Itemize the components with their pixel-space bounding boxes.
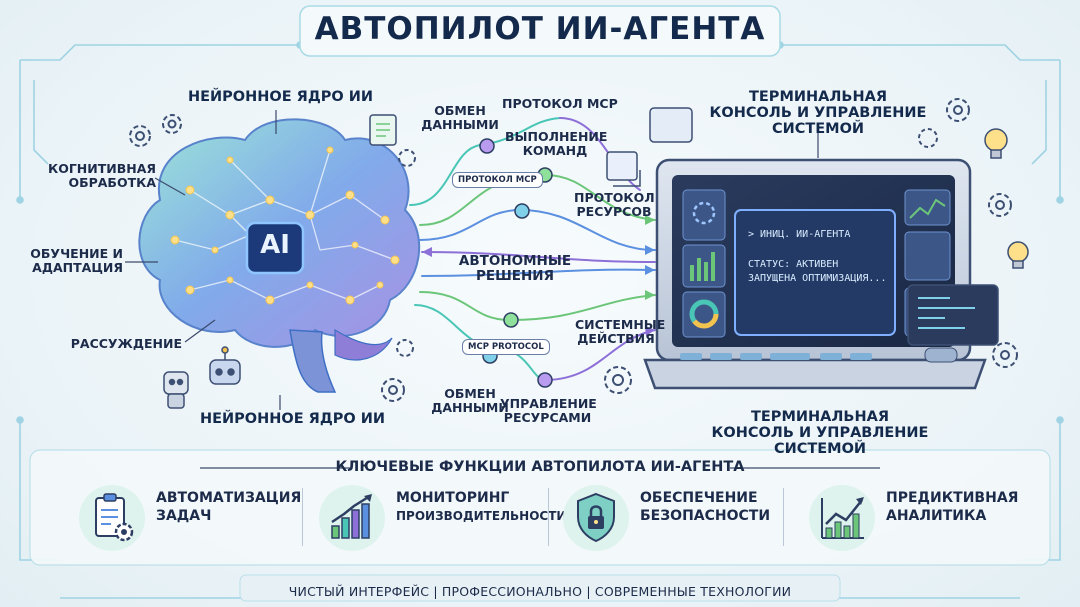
shield-lock-icon xyxy=(563,485,629,551)
brain-top-label: НЕЙРОННОЕ ЯДРО ИИ xyxy=(188,89,374,105)
laptop-graphic xyxy=(643,158,987,390)
feature-automation-title: АВТОМАТИЗАЦИЯ ЗАДАЧ xyxy=(156,490,302,524)
features-panel xyxy=(29,449,1051,566)
bar-chart-icon xyxy=(319,485,385,551)
footer-bar xyxy=(239,574,841,602)
ai-chip-label: AI xyxy=(260,230,290,260)
feature-automation: АВТОМАТИЗАЦИЯ ЗАДАЧ xyxy=(78,480,302,552)
lightbulb-icons xyxy=(984,128,1029,269)
document-icons xyxy=(369,114,641,187)
terminal-line-1: > ИНИЦ. ИИ-АГЕНТА xyxy=(748,229,851,240)
feature-monitoring-sub: ПРОИЗВОДИТЕЛЬНОСТИ xyxy=(396,508,567,523)
feature-monitoring-title: МОНИТОРИНГ ПРОИЗВОДИТЕЛЬНОСТИ xyxy=(396,490,566,525)
label-reasoning: РАССУЖДЕНИЕ xyxy=(70,336,182,351)
feature-analytics: ПРЕДИКТИВНАЯ АНАЛИТИКА xyxy=(808,480,1028,552)
feature-analytics-title: ПРЕДИКТИВНАЯ АНАЛИТИКА xyxy=(886,490,1019,524)
terminal-top-label: ТЕРМИНАЛЬНАЯ КОНСОЛЬ И УПРАВЛЕНИЕ СИСТЕМ… xyxy=(709,89,927,137)
terminal-line-3: ЗАПУЩЕНА ОПТИМИЗАЦИЯ... xyxy=(748,273,887,284)
page-title: АВТОПИЛОТ ИИ-АГЕНТА xyxy=(314,11,766,47)
label-autonomous: АВТОНОМНЫЕ РЕШЕНИЯ xyxy=(458,253,572,284)
title-panel xyxy=(299,5,781,57)
feature-monitoring-main: МОНИТОРИНГ xyxy=(396,490,510,506)
pill-protocol-top: ПРОТОКОЛ MCP xyxy=(452,172,543,188)
flow-nodes xyxy=(479,138,553,388)
pill-protocol-bottom: MCP PROTOCOL xyxy=(462,339,550,355)
robot-icons xyxy=(163,346,241,409)
label-resource-mgmt: УПРАВЛЕНИЕ РЕСУРСАМИ xyxy=(500,396,597,425)
feature-monitoring: МОНИТОРИНГ ПРОИЗВОДИТЕЛЬНОСТИ xyxy=(318,480,566,552)
brain-graphic xyxy=(138,118,421,393)
label-system-actions: СИСТЕМНЫЕ ДЕЙСТВИЯ xyxy=(575,317,666,346)
window-icon-right xyxy=(649,107,999,346)
label-resource-protocol: ПРОТОКОЛ РЕСУРСОВ xyxy=(574,190,655,219)
label-exchange-bottom: ОБМЕН ДАННЫМИ xyxy=(431,386,509,415)
label-cognitive: КОГНИТИВНАЯ ОБРАБОТКА xyxy=(47,161,156,190)
label-command-exec: ВЫПОЛНЕНИЕ КОМАНД xyxy=(505,129,608,158)
brain-bottom-label: НЕЙРОННОЕ ЯДРО ИИ xyxy=(200,411,386,427)
features-title: КЛЮЧЕВЫЕ ФУНКЦИИ АВТОПИЛОТА ИИ-АГЕНТА xyxy=(335,459,745,475)
footer-text: ЧИСТЫЙ ИНТЕРФЕЙС | ПРОФЕССИОНАЛЬНО | СОВ… xyxy=(288,584,792,599)
terminal-bottom-label: ТЕРМИНАЛЬНАЯ КОНСОЛЬ И УПРАВЛЕНИЕ СИСТЕМ… xyxy=(711,409,929,457)
ai-chip xyxy=(245,221,305,275)
divider xyxy=(783,488,784,546)
terminal-line-2: СТАТУС: АКТИВЕН xyxy=(748,259,839,270)
feature-security-title: ОБЕСПЕЧЕНИЕ БЕЗОПАСНОСТИ xyxy=(640,490,771,524)
feature-security: ОБЕСПЕЧЕНИЕ БЕЗОПАСНОСТИ xyxy=(562,480,782,552)
gear-icons xyxy=(129,98,1018,402)
divider xyxy=(548,488,549,546)
label-learning: ОБУЧЕНИЕ И АДАПТАЦИЯ xyxy=(30,246,123,275)
label-protocol-mcp: ПРОТОКОЛ MCP xyxy=(502,96,618,111)
divider xyxy=(302,488,303,546)
trend-chart-icon xyxy=(809,485,875,551)
clipboard-gear-icon xyxy=(79,485,145,551)
label-exchange-top: ОБМЕН ДАННЫМИ xyxy=(421,103,499,132)
